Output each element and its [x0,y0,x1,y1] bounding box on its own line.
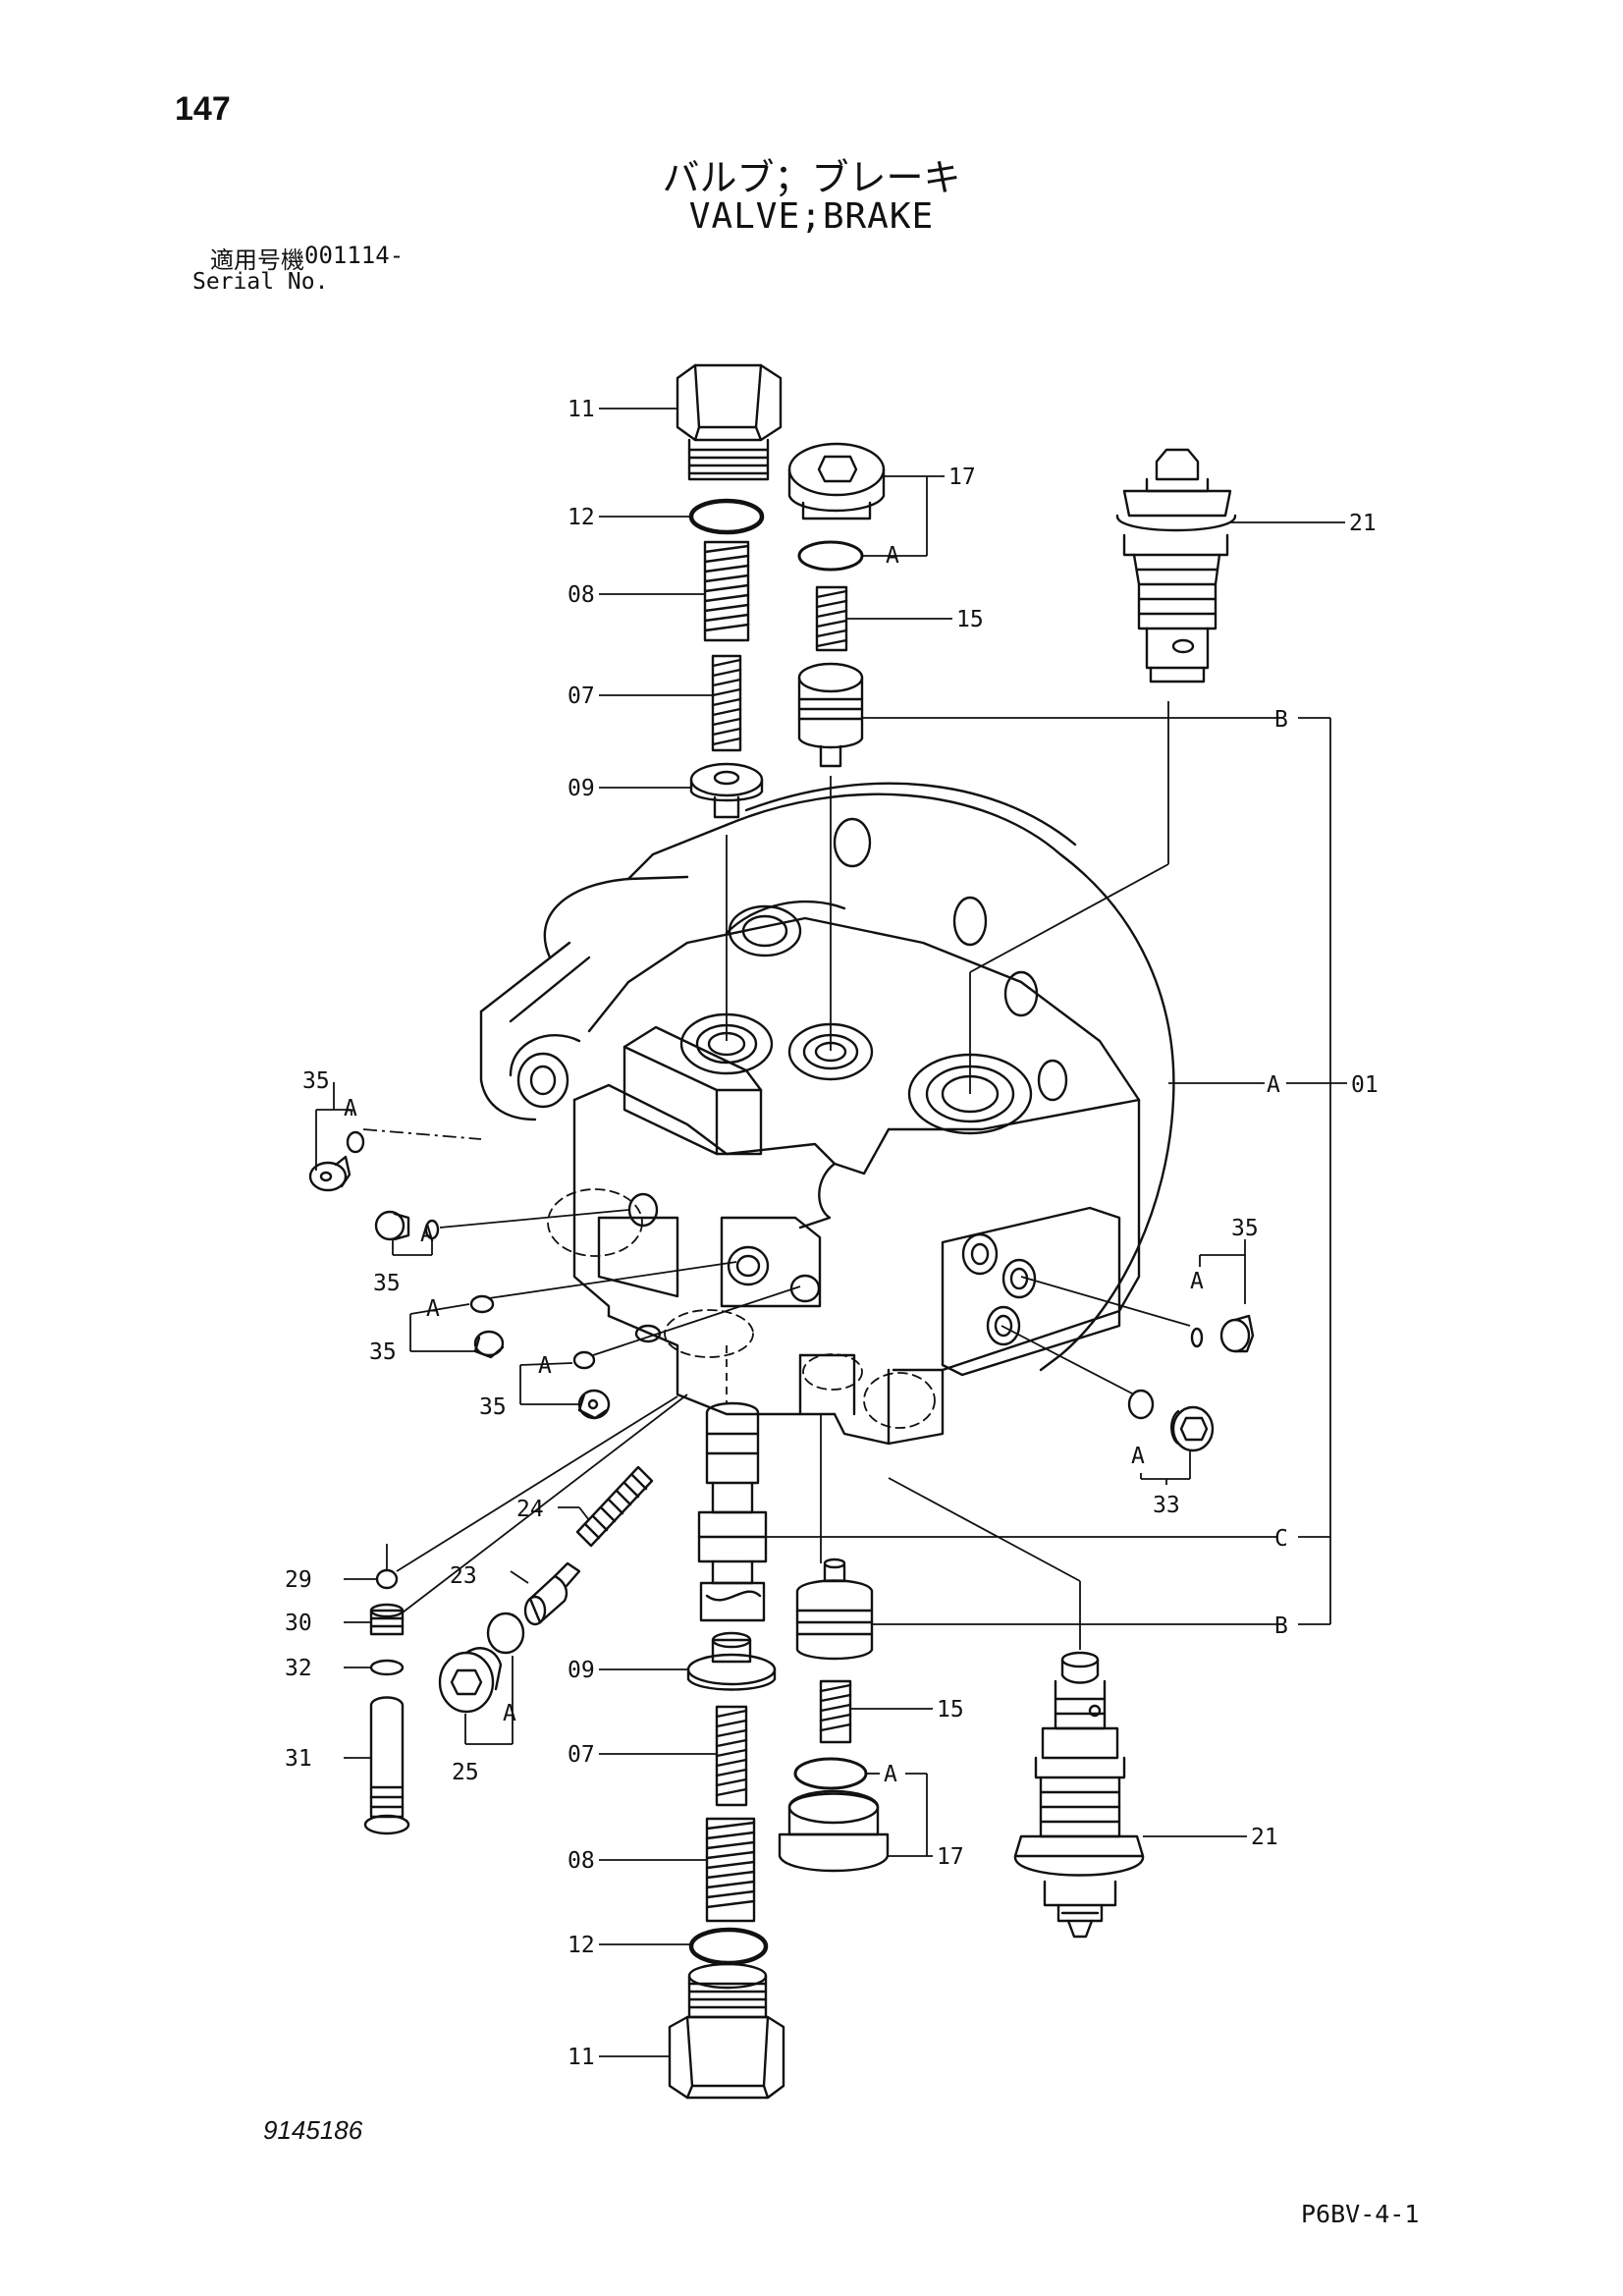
spring-part-07-bottom [715,1705,748,1807]
title-japanese: バルブ；ブレーキ [662,156,961,199]
spring-part-08-top [703,540,750,642]
plug-part-33 [1127,1389,1215,1452]
callout-a-33: A [1131,1444,1145,1469]
callout-07-bottom: 07 [568,1742,595,1768]
callout-a-01: A [1267,1072,1280,1098]
o-ring-part-12-bottom [688,1927,769,1966]
callout-a-35b: A [420,1222,434,1247]
callout-21-bottom: 21 [1251,1825,1278,1850]
callout-b-bottom: B [1274,1613,1288,1639]
callout-17-top: 17 [948,465,976,490]
callout-c: C [1274,1526,1288,1552]
callout-07-top: 07 [568,683,595,709]
callout-labels: 11 12 08 07 09 17 A 15 21 B A 01 35 A 35… [285,397,1379,2070]
plug-part-35-c [469,1294,505,1359]
plug-part-25 [438,1612,525,1714]
relief-valve-part-21-bottom [1013,1651,1145,1939]
callout-a-17-top: A [886,543,899,569]
callout-b-top: B [1274,707,1288,733]
relief-valve-part-21-top [1115,448,1237,683]
callout-12-top: 12 [568,505,595,530]
callout-a-35d: A [538,1353,552,1379]
callout-31: 31 [285,1746,312,1772]
callout-30: 30 [285,1611,312,1636]
callout-08-bottom: 08 [568,1848,595,1874]
callout-01: 01 [1351,1072,1379,1098]
pin-part-31 [363,1696,410,1835]
callout-12-bottom: 12 [568,1933,595,1958]
spool-part-bottom [697,1401,768,1622]
o-ring-part-32 [369,1659,405,1676]
plug-part-35-a [308,1130,365,1192]
callout-11-bottom: 11 [568,2045,595,2070]
callout-09-top: 09 [568,776,595,801]
plug-part-35-right [1190,1314,1255,1353]
title-english: VALVE;BRAKE [688,196,935,237]
spring-part-15-bottom [819,1679,852,1744]
callout-35-right: 35 [1231,1216,1259,1241]
callout-35-c: 35 [369,1339,397,1365]
callout-35-b: 35 [373,1271,401,1296]
spring-part-24 [575,1465,654,1548]
valve-body-part-01 [479,782,1175,1446]
serial-label-japanese: 適用号機 [210,246,304,274]
poppet-part-top [797,662,864,768]
spring-part-07-top [711,654,742,752]
plug-part-35-d [572,1350,611,1420]
page-number: 147 [175,90,231,128]
callout-08-top: 08 [568,582,595,608]
serial-value: 001114- [304,242,405,269]
hex-plug-part-11-top [676,363,783,481]
ball-part-29 [375,1568,399,1590]
callout-25: 25 [452,1760,479,1785]
spring-part-08-bottom [705,1817,756,1923]
hex-plug-part-11-bottom [668,1962,785,2100]
callout-15-bottom: 15 [937,1697,964,1722]
callout-35-d: 35 [479,1394,507,1420]
callout-21-top: 21 [1349,511,1377,536]
callout-17-bottom: 17 [937,1844,964,1870]
pin-part-23 [523,1561,581,1626]
callout-24: 24 [516,1497,544,1522]
spring-part-15-top [815,585,848,652]
o-ring-part-17-bottom [793,1757,868,1790]
drawing-number: 9145186 [263,2115,363,2145]
callout-a-17-bottom: A [884,1762,897,1787]
callout-15-top: 15 [956,607,984,632]
o-ring-part-12-top [688,498,765,535]
spring-seat-part-09-top [689,762,764,819]
callout-29: 29 [285,1567,312,1593]
serial-label-english: Serial No. [192,269,329,295]
o-ring-part-17-top [797,540,864,572]
sheet-code: P6BV-4-1 [1301,2200,1420,2228]
callout-23: 23 [450,1563,477,1589]
spring-seat-part-09-bottom [686,1631,777,1691]
plug-part-17-bottom [778,1789,890,1873]
callout-35-a: 35 [302,1068,330,1094]
socket-plug-part-17-top [787,442,886,520]
callout-11-top: 11 [568,397,595,422]
callout-a-35c: A [426,1296,440,1322]
callout-a-25: A [503,1701,516,1726]
callout-32: 32 [285,1656,312,1681]
plug-part-30 [369,1603,405,1636]
callout-09-bottom: 09 [568,1658,595,1683]
callout-a-35a: A [344,1096,357,1121]
callout-a-35right: A [1190,1269,1204,1294]
callout-33: 33 [1153,1493,1180,1518]
poppet-part-bottom [795,1558,874,1661]
